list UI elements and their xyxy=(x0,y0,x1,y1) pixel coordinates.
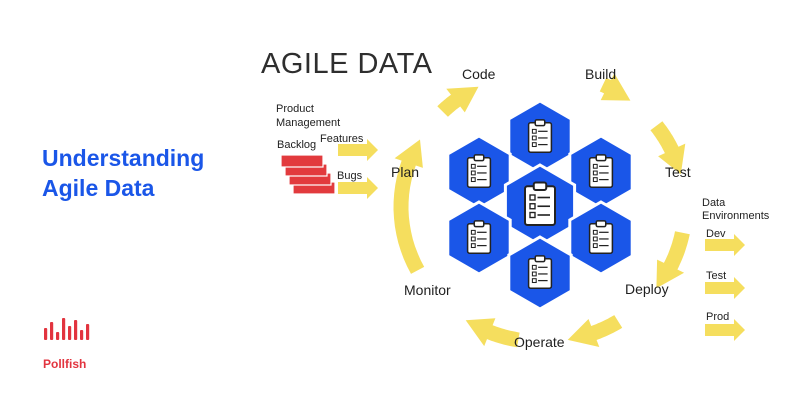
arrow-build-to-test xyxy=(650,121,686,175)
arrow-code-to-build xyxy=(599,73,631,101)
env-prod-label: Prod xyxy=(706,311,730,323)
bugs-label: Bugs xyxy=(337,170,363,182)
logo-bar xyxy=(74,320,78,340)
page-headline: Understanding Agile Data xyxy=(42,145,205,201)
brand-name: Pollfish xyxy=(43,357,87,371)
arrow-plan-to-code xyxy=(437,86,479,117)
arrow-operate-to-monitor xyxy=(465,318,520,348)
hexagon-lower-right xyxy=(568,200,634,276)
arrow-monitor-to-plan xyxy=(393,139,425,274)
clipboard-checklist-icon xyxy=(588,220,614,254)
features-arrow xyxy=(338,139,378,161)
test-env-arrow xyxy=(705,277,745,299)
clipboard-checklist-icon xyxy=(527,255,553,289)
logo-bar xyxy=(80,330,84,340)
bugs-arrow xyxy=(338,177,378,199)
clipboard-checklist-icon xyxy=(524,181,556,226)
env-test-label: Test xyxy=(706,270,727,282)
pollfish-logo-icon xyxy=(44,318,90,340)
prod-arrow xyxy=(705,319,745,341)
logo-bar xyxy=(50,322,54,340)
dev-arrow xyxy=(705,234,745,256)
clipboard-checklist-icon xyxy=(466,220,492,254)
stage-code: Code xyxy=(462,66,496,82)
input-output-arrows xyxy=(338,139,745,341)
diagram-title: AGILE DATA xyxy=(261,48,433,80)
stage-test: Test xyxy=(665,164,691,180)
clipboard-checklist-icon xyxy=(588,154,614,188)
hexagon-cluster xyxy=(446,99,634,311)
stage-build: Build xyxy=(585,66,617,82)
stage-deploy: Deploy xyxy=(625,281,669,297)
logo-bar xyxy=(62,318,66,340)
stage-operate: Operate xyxy=(514,334,565,350)
product-management-label: Product Management xyxy=(276,103,341,129)
arrow-test-to-deploy xyxy=(656,231,690,289)
backlog-label: Backlog xyxy=(277,139,317,151)
backlog-stack-icon xyxy=(280,154,336,195)
env-dev-label: Dev xyxy=(706,228,726,240)
stage-plan: Plan xyxy=(391,164,420,180)
features-label: Features xyxy=(320,133,364,145)
hexagon-center xyxy=(503,163,577,247)
data-environments-heading: Data Environments xyxy=(702,197,770,222)
hexagon-lower-left xyxy=(446,200,512,276)
arrow-deploy-to-operate xyxy=(567,315,623,347)
clipboard-checklist-icon xyxy=(527,119,553,153)
clipboard-checklist-icon xyxy=(466,154,492,188)
logo-bar xyxy=(56,332,60,340)
logo-bar xyxy=(68,326,72,340)
hexagon-top xyxy=(507,99,573,175)
hexagon-upper-right xyxy=(568,134,634,210)
backlog-card xyxy=(280,154,324,168)
logo-bar xyxy=(86,324,90,340)
cycle-arrows xyxy=(393,73,690,348)
hexagon-upper-left xyxy=(446,134,512,210)
logo-bar xyxy=(44,328,48,340)
hexagon-bottom xyxy=(507,235,573,311)
stage-monitor: Monitor xyxy=(404,282,451,298)
